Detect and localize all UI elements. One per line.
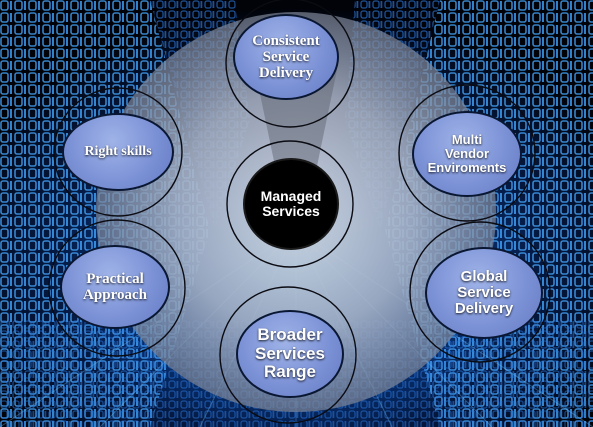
node-label-line: Service bbox=[457, 283, 511, 301]
center-label-line: Services bbox=[262, 203, 320, 219]
node-label-line: Approach bbox=[83, 287, 147, 303]
node-label-line: Vendor bbox=[444, 145, 490, 161]
node-consistent-service-delivery: Consistent Service Delivery bbox=[233, 14, 339, 100]
node-label-line: Enviroments bbox=[427, 160, 507, 176]
node-label-line: Range bbox=[264, 362, 316, 382]
center-managed-services: Managed Services bbox=[243, 158, 339, 250]
node-label-line: Broader bbox=[257, 325, 323, 345]
node-broader-services-range: Broader Services Range bbox=[236, 310, 344, 398]
node-label-line: Global bbox=[460, 267, 508, 285]
node-label-line: Practical bbox=[86, 270, 144, 287]
node-label-line: Right skills bbox=[84, 144, 152, 160]
node-label-line: Delivery bbox=[258, 65, 314, 82]
node-label-line: Delivery bbox=[454, 300, 514, 318]
orbit-rings bbox=[48, 0, 551, 424]
center-label-line: Managed bbox=[260, 187, 322, 204]
node-label-line: Multi bbox=[451, 131, 483, 147]
node-global-service-delivery: Global Service Delivery bbox=[425, 247, 543, 339]
node-practical-approach: Practical Approach bbox=[60, 245, 170, 329]
node-label-line: Consistent bbox=[252, 32, 320, 49]
node-label-line: Service bbox=[262, 48, 310, 65]
node-right-skills: Right skills bbox=[62, 113, 174, 191]
node-multi-vendor-environments: Multi Vendor Enviroments bbox=[412, 111, 522, 197]
node-label-line: Services bbox=[255, 343, 325, 363]
